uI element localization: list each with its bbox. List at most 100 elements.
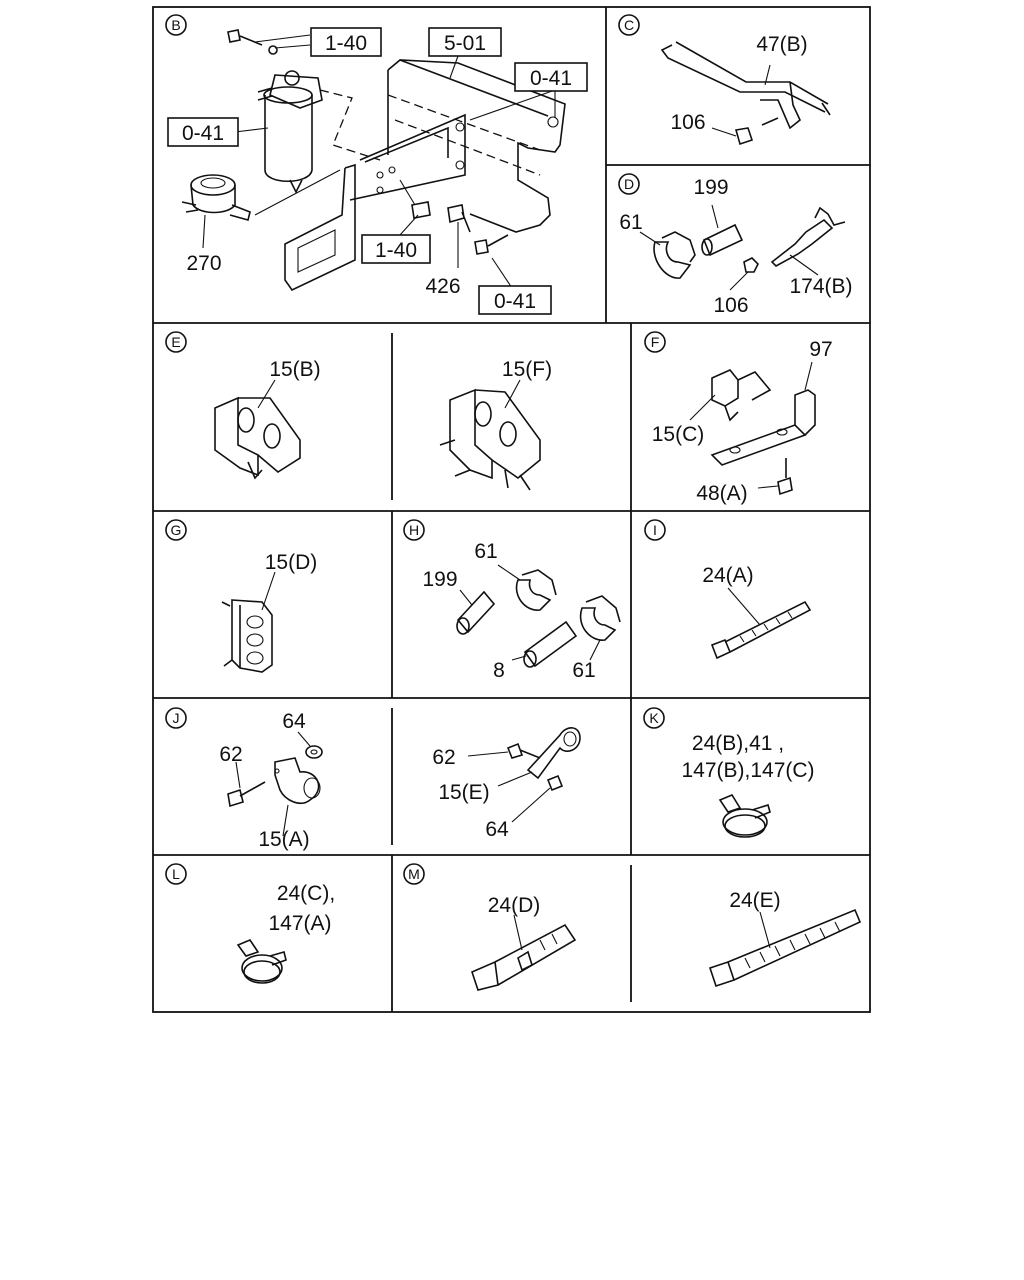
section-m: M 24(D) 24(E) xyxy=(403,863,862,991)
part-label-8: 8 xyxy=(493,659,505,682)
part-label-61-d: 61 xyxy=(619,211,642,234)
clamp-label-line2-l: 147(A) xyxy=(268,912,331,935)
hose-clamp-l-drawing xyxy=(236,939,287,984)
section-letter-c: C xyxy=(618,14,640,36)
part-label-24d: 24(D) xyxy=(488,894,541,917)
clamp-15a-drawing xyxy=(274,757,321,837)
svg-text:0-41: 0-41 xyxy=(182,122,224,145)
clip-15f-drawing xyxy=(439,379,541,491)
svg-text:1-40: 1-40 xyxy=(325,32,367,55)
ref-box-1-40-top: 1-40 xyxy=(310,27,382,57)
screw-48a-drawing xyxy=(757,458,793,496)
section-letter-m: M xyxy=(403,863,425,885)
svg-text:L: L xyxy=(172,866,180,882)
svg-text:I: I xyxy=(653,522,657,538)
ref-box-0-41-bottom: 0-41 xyxy=(478,285,552,315)
clip-61-drawing xyxy=(639,231,696,279)
section-letter-d: D xyxy=(618,173,640,195)
fuel-filter-drawing xyxy=(257,70,381,194)
part-label-62-j: 62 xyxy=(219,743,242,766)
part-label-48a: 48(A) xyxy=(696,482,747,505)
sleeve-8-drawing xyxy=(511,620,578,668)
part-label-61-h-top: 61 xyxy=(474,540,497,563)
part-label-106-d: 106 xyxy=(713,294,748,317)
part-label-15a: 15(A) xyxy=(258,828,309,851)
svg-text:J: J xyxy=(173,710,180,726)
part-label-270: 270 xyxy=(186,252,221,275)
grid-frame xyxy=(152,6,871,1013)
svg-text:M: M xyxy=(408,866,420,882)
part-label-62-e: 62 xyxy=(432,746,455,769)
section-f: F 97 15(C) 48(A) xyxy=(644,331,833,505)
nut-64-drawing xyxy=(297,731,323,759)
part-label-15d: 15(D) xyxy=(265,551,318,574)
svg-text:H: H xyxy=(409,522,419,538)
section-c: C 47(B) 106 xyxy=(618,14,831,146)
part-label-97: 97 xyxy=(809,338,832,361)
filter-bracket-drawing xyxy=(284,113,466,292)
part-label-174b: 174(B) xyxy=(789,275,852,298)
sleeve-199-drawing-h xyxy=(456,589,496,635)
clamp-label-line1-l: 24(C), xyxy=(277,882,335,905)
clip-15d-drawing xyxy=(221,571,276,673)
svg-text:B: B xyxy=(171,17,180,33)
svg-text:K: K xyxy=(649,710,659,726)
clip-24d-drawing xyxy=(471,914,577,991)
ref-box-0-41-left: 0-41 xyxy=(167,117,239,147)
section-b: B xyxy=(165,14,588,315)
fuel-pipe-drawing xyxy=(660,41,831,146)
svg-text:1-40: 1-40 xyxy=(375,239,417,262)
cable-tie-24e-drawing xyxy=(708,908,862,988)
svg-text:C: C xyxy=(624,17,634,33)
part-label-47b: 47(B) xyxy=(756,33,807,56)
part-label-24a: 24(A) xyxy=(702,564,753,587)
sleeve-199-drawing xyxy=(701,204,744,257)
part-label-199-d: 199 xyxy=(693,176,728,199)
part-label-64-j: 64 xyxy=(282,710,306,733)
section-letter-b: B xyxy=(165,14,187,36)
ref-box-1-40-bottom: 1-40 xyxy=(361,234,431,264)
svg-text:G: G xyxy=(171,522,182,538)
clip-15b-drawing xyxy=(214,379,301,480)
frame-rail-drawing xyxy=(387,59,566,233)
part-label-15b: 15(B) xyxy=(269,358,320,381)
section-letter-i: I xyxy=(644,519,666,541)
svg-text:0-41: 0-41 xyxy=(494,290,536,313)
bolt-62-drawing xyxy=(227,761,266,808)
hose-clamp-k-drawing xyxy=(718,793,771,838)
clamp-label-line1-k: 24(B),41 , xyxy=(692,732,784,755)
part-label-15e: 15(E) xyxy=(438,781,489,804)
part-label-24e: 24(E) xyxy=(729,889,780,912)
clip-61-bottom-drawing xyxy=(579,595,621,661)
part-label-64-e: 64 xyxy=(485,818,509,841)
svg-text:F: F xyxy=(651,334,660,350)
svg-text:E: E xyxy=(171,334,180,350)
clamp-label-line2-k: 147(B),147(C) xyxy=(681,759,814,782)
section-letter-e: E xyxy=(165,331,187,353)
section-e: E 15(B) 15(F) xyxy=(165,331,552,491)
section-letter-f: F xyxy=(644,331,666,353)
nut-106-drawing xyxy=(729,257,759,291)
section-l: L 24(C), 147(A) xyxy=(165,863,335,984)
svg-text:D: D xyxy=(624,176,634,192)
section-letter-h: H xyxy=(403,519,425,541)
clip-61-top-drawing xyxy=(497,564,557,611)
priming-pump-drawing xyxy=(181,169,341,221)
part-label-15c: 15(C) xyxy=(652,423,705,446)
ref-box-5-01: 5-01 xyxy=(428,27,502,57)
section-b-leaders xyxy=(202,34,556,289)
section-letter-g: G xyxy=(165,519,187,541)
clamp-15e-drawing xyxy=(467,727,581,823)
section-j: J 64 62 15(A) 62 15(E) xyxy=(165,707,581,851)
svg-text:5-01: 5-01 xyxy=(444,32,486,55)
section-i: I 24(A) xyxy=(644,519,812,660)
ref-box-0-41-top-right: 0-41 xyxy=(514,62,588,92)
section-letter-l: L xyxy=(165,863,187,885)
part-label-199-h: 199 xyxy=(422,568,457,591)
part-label-426: 426 xyxy=(425,275,460,298)
bolts-drawing xyxy=(227,29,509,255)
section-k: K 24(B),41 , 147(B),147(C) xyxy=(643,707,815,838)
pipe-174b-drawing xyxy=(770,206,846,276)
part-label-15f: 15(F) xyxy=(502,358,552,381)
